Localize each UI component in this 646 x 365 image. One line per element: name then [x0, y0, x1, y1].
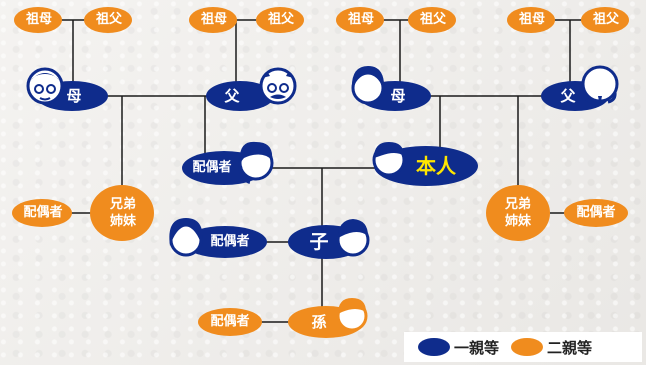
self-face-icon — [372, 142, 406, 177]
grandfather-label: 祖父 — [593, 12, 620, 27]
sibling-spouse-label: 配偶者 — [23, 205, 63, 220]
grandparents — [14, 7, 629, 33]
second-degree-legend-swatch — [511, 338, 544, 356]
grandmother-face-icon — [26, 67, 64, 105]
second-degree-legend-label: 二親等 — [547, 338, 593, 357]
bald-man-face-icon — [581, 65, 619, 106]
grandfather-node — [581, 7, 629, 33]
grandchild-spouse-node — [198, 308, 262, 336]
self-label: 本人 — [416, 154, 456, 178]
grandmother-label: 祖母 — [348, 12, 375, 27]
grandfather-face-icon — [259, 67, 297, 105]
father-label: 父 — [560, 87, 576, 105]
sibling-left-node — [90, 185, 154, 241]
child-face-icon — [336, 219, 370, 257]
grandmother-label: 祖母 — [201, 12, 228, 27]
connector-lines — [55, 19, 590, 323]
grandchild-face-icon — [336, 298, 368, 332]
spouse-sibling-label-line1: 兄弟 — [505, 197, 532, 212]
grandfather-node — [84, 7, 132, 33]
sibling-label-line1: 兄弟 — [110, 197, 137, 212]
spouse-sibling-spouse-label: 配偶者 — [576, 205, 616, 220]
first-degree-legend-label: 一親等 — [454, 338, 500, 357]
grandfather-label: 祖父 — [96, 12, 123, 27]
first-degree-legend-swatch — [418, 338, 450, 356]
child-spouse-label: 配偶者 — [210, 234, 250, 249]
spouse-father-label: 父 — [224, 87, 240, 105]
grandfather-label: 祖父 — [420, 12, 447, 27]
spouse-mother-label: 母 — [66, 87, 82, 105]
sibling-spouse-left-node — [12, 199, 72, 227]
child-spouse-node — [183, 226, 267, 258]
sibling-spouse-right-node — [564, 199, 628, 227]
spouse-face-icon — [238, 141, 274, 184]
child-label: 子 — [309, 231, 329, 253]
legend: 一親等 二親等 — [404, 332, 642, 362]
grandchild-label: 孫 — [311, 313, 327, 331]
spouse-sibling-label-line2: 姉妹 — [505, 214, 532, 229]
grandfather-node — [256, 7, 304, 33]
grandmother-node — [14, 7, 62, 33]
grandfather-label: 祖父 — [268, 12, 295, 27]
grandchild-spouse-label: 配偶者 — [210, 314, 250, 329]
spouse-father-node — [206, 81, 274, 111]
sibling-right-node — [486, 185, 550, 241]
sibling-label-line2: 姉妹 — [110, 214, 137, 229]
mother-label: 母 — [390, 87, 406, 105]
grandmother-node — [507, 7, 555, 33]
child-spouse-face-icon — [169, 218, 203, 257]
grandmother-node — [336, 7, 384, 33]
grandfather-node — [408, 7, 456, 33]
grandmother-node — [189, 7, 237, 33]
grandmother-label: 祖母 — [26, 12, 53, 27]
grandmother-label: 祖母 — [519, 12, 546, 27]
spouse-label: 配偶者 — [192, 160, 232, 175]
woman-face-icon — [351, 66, 385, 105]
